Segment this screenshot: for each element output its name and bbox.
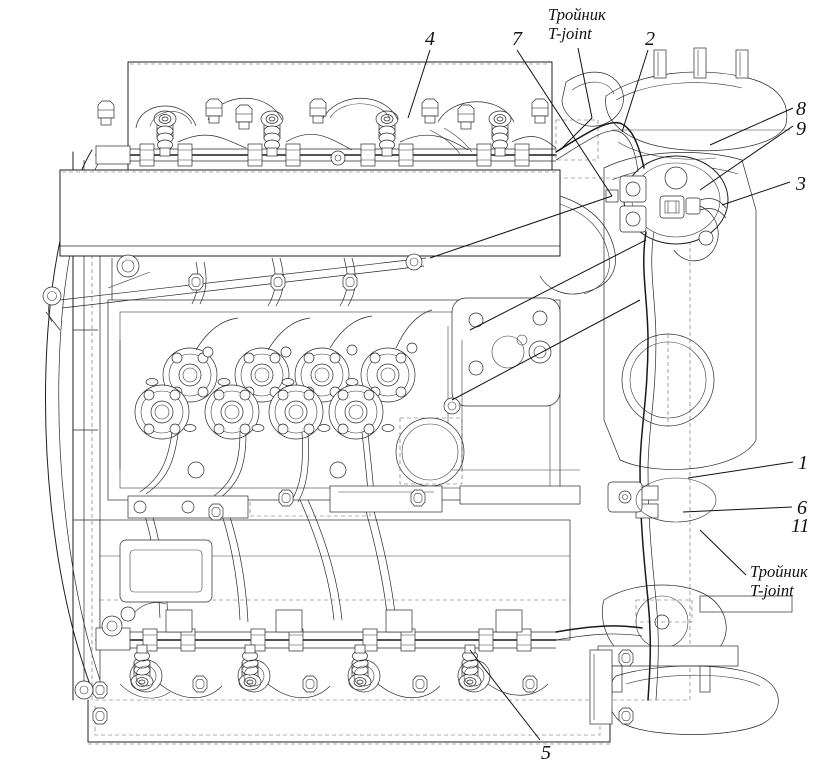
callout-4: 4 [425, 28, 435, 50]
lower-fuel-rail-assembly [92, 602, 557, 699]
cylinder-head-bores [119, 309, 449, 503]
callout-1: 1 [798, 452, 808, 474]
callout-7: 7 [512, 28, 522, 50]
right-side-assembly [555, 47, 793, 735]
callout-6: 6 [797, 497, 807, 519]
callout-5: 5 [541, 742, 551, 764]
tjoint-bottom-russian: Тройник [750, 562, 808, 581]
tjoint-top-english: T-joint [548, 23, 592, 43]
upper-fuel-rail-assembly [95, 98, 557, 167]
callout-3: 3 [796, 173, 806, 195]
leader-lines [407, 47, 794, 741]
callout-2: 2 [645, 28, 655, 50]
fuel-line-routing-upper [42, 253, 427, 331]
callout-9: 9 [796, 118, 806, 140]
tjoint-label-top: Тройник T-joint [548, 5, 606, 44]
tjoint-top-russian: Тройник [548, 5, 606, 24]
callout-8: 8 [796, 98, 806, 120]
tjoint-bottom-english: T-joint [750, 580, 794, 600]
callout-11: 11 [791, 515, 810, 537]
tjoint-label-bottom: Тройник T-joint [750, 562, 808, 601]
lower-left-block-detail [74, 485, 443, 725]
